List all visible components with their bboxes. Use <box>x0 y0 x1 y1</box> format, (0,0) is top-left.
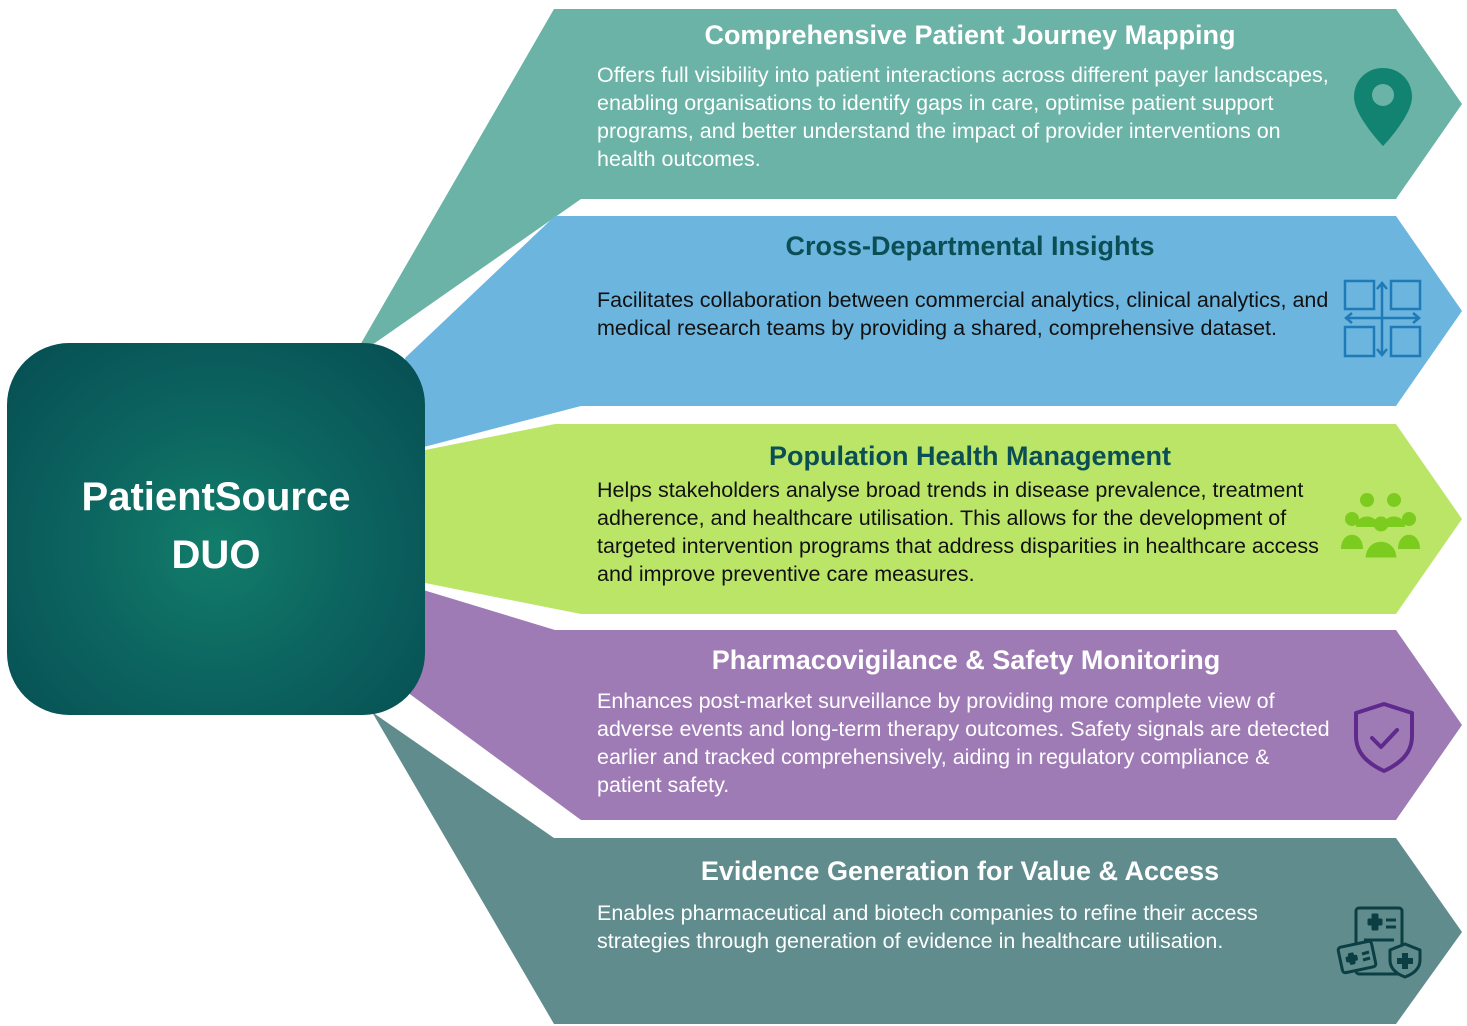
hub-title-line1: PatientSource <box>81 475 351 519</box>
card-title-population: Population Health Management <box>768 441 1172 471</box>
card-shape-evidence <box>372 712 1462 1024</box>
hub-title-line2: DUO <box>171 533 261 577</box>
hub-patientsource-duo: PatientSource DUO <box>7 343 425 715</box>
medical-card-icon <box>1336 906 1422 979</box>
shield-check-icon <box>1354 702 1414 773</box>
card-shape-journey <box>352 9 1462 359</box>
card-title-pharmacovigilance: Pharmacovigilance & Safety Monitoring <box>711 645 1221 675</box>
card-shape-population <box>420 424 1462 614</box>
card-body-evidence: Enables pharmaceutical and biotech compa… <box>597 901 1258 953</box>
card-body-insights: Facilitates collaboration between commer… <box>597 288 1329 340</box>
population-group-icon <box>1341 493 1420 561</box>
location-pin-icon <box>1354 68 1412 146</box>
card-title-insights: Cross-Departmental Insights <box>785 231 1155 261</box>
card-shape-pharmacovigilance <box>407 589 1462 820</box>
card-body-journey: Offers full visibility into patient inte… <box>597 63 1329 171</box>
card-shape-insights <box>405 216 1462 448</box>
card-title-journey: Comprehensive Patient Journey Mapping <box>704 20 1236 50</box>
card-title-evidence: Evidence Generation for Value & Access <box>700 856 1220 886</box>
card-body-pharmacovigilance: Enhances post-market surveillance by pro… <box>597 689 1330 797</box>
grid-arrows-icon <box>1343 279 1422 358</box>
card-body-population: Helps stakeholders analyse broad trends … <box>597 478 1319 586</box>
